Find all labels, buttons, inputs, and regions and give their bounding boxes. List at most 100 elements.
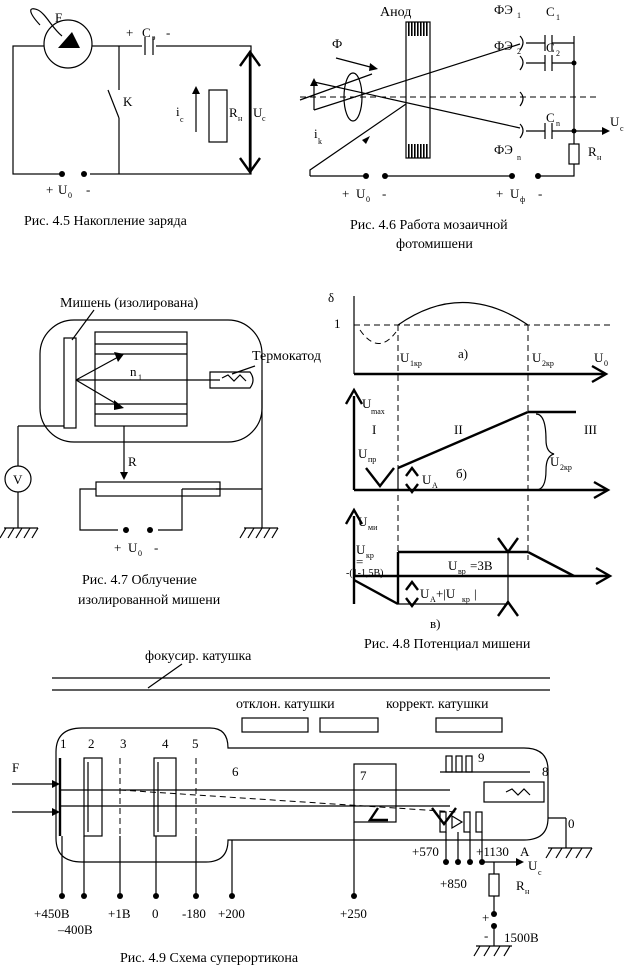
fig45-uc-sub: c <box>262 114 266 123</box>
fig46-uphi-minus: - <box>538 186 542 201</box>
fig45-terminal-plus <box>59 171 65 177</box>
fig45-u0-sub: 0 <box>68 191 72 200</box>
fig45-bottom-gap <box>60 168 90 180</box>
fig48c-drop <box>353 578 399 606</box>
fig48a-u2kr-sub: 2кр <box>542 359 554 368</box>
fig45-caption: Рис. 4.5 Накопление заряда <box>24 214 188 229</box>
fig46-uphi-terminal-1 <box>509 173 515 179</box>
fig47-scatter-down <box>75 379 121 407</box>
fig48b-upr-label: U <box>358 446 368 461</box>
fig49-focus-label: фокусир. катушка <box>145 649 252 664</box>
fig49-correct-label: коррект. катушки <box>386 697 489 712</box>
fig49-tube <box>55 727 549 863</box>
fig45-switch-label: K <box>123 94 133 109</box>
fig49-v570: +570 <box>412 844 439 859</box>
fig45-gap <box>238 176 262 180</box>
fig46-u0-terminal-1 <box>363 173 369 179</box>
fig48b-ua-sub: A <box>432 481 438 490</box>
fig48c-uvr-label: U <box>448 558 458 573</box>
fig49-n1: 1 <box>60 736 67 751</box>
fig46-fe2-label: ФЭ <box>494 38 513 53</box>
fig49-light-1-arrowhead <box>52 780 60 788</box>
fig49-v400: –400B <box>57 922 93 937</box>
fig49-n2: 2 <box>88 736 95 751</box>
fig46-caption-1: Рис. 4.6 Работа мозаичной <box>350 218 508 233</box>
fig46-fe1-sub: 1 <box>517 11 521 20</box>
fig48b-ua-mark <box>405 466 419 494</box>
fig49-focus-leader <box>147 663 183 689</box>
fig46-uc-arrowhead <box>602 127 610 135</box>
fig47-u0-plus: + <box>114 540 121 555</box>
fig46-c2-label: C <box>546 40 555 55</box>
fig46-fe2 <box>519 55 524 71</box>
fig49-v450: +450B <box>34 906 70 921</box>
fig45-uc-arrowhead-down <box>239 157 261 175</box>
fig49-v0: 0 <box>152 906 159 921</box>
fig48a-a-label: а) <box>458 346 468 361</box>
fig49-deflect-coil-2 <box>319 717 379 733</box>
fig47-r-label: R <box>128 454 137 469</box>
fig45-cap-minus: - <box>166 25 170 40</box>
fig46-anode <box>405 21 431 159</box>
fig49-n5: 5 <box>192 736 199 751</box>
fig46-c1-sub: 1 <box>556 13 560 22</box>
fig49-caption: Рис. 4.9 Схема суперортикона <box>120 951 299 966</box>
fig-4-5: F + C э - K i c R н U c + U 0 <box>12 8 266 229</box>
fig49-multiplier-mark <box>431 807 457 826</box>
fig47-n1-label: n <box>130 364 137 379</box>
fig46-rn-sub: н <box>597 153 602 162</box>
fig49-term-570 <box>443 859 449 865</box>
fig49-term-4 <box>153 893 159 899</box>
fig48b-brace <box>535 413 555 491</box>
fig48c-umi-sub: ми <box>368 523 378 532</box>
fig49-n4: 4 <box>162 736 169 751</box>
fig45-rn-label: R <box>229 105 238 120</box>
fig48b-down-mark <box>365 467 395 488</box>
fig49-v1500: 1500B <box>504 930 539 945</box>
fig49-output-arrowhead <box>516 858 524 866</box>
fig47-ground-right-hatch <box>239 527 279 539</box>
fig49-dynode-2 <box>451 814 464 830</box>
fig45-current-arrowhead <box>192 86 200 94</box>
fig46-cn-label: C <box>546 110 555 125</box>
fig46-bus-node-1 <box>571 60 577 66</box>
fig45-rn-sub: н <box>238 114 243 123</box>
fig48a-u0-sub: 0 <box>604 359 608 368</box>
fig46-uphi-sub: ф <box>520 195 525 204</box>
fig48c-plus-ukr: +|U <box>436 586 456 601</box>
fig45-u0-minus: - <box>86 182 90 197</box>
fig49-dynode-1 <box>439 811 447 833</box>
fig48b-region-III: III <box>584 422 597 437</box>
fig48c-ukr-sub: кр <box>366 551 374 560</box>
fig45-F-label: F <box>55 10 62 25</box>
fig48b-region-I: I <box>372 422 376 437</box>
fig48c-y-arrowhead <box>344 507 364 525</box>
fig46-fe1 <box>519 35 524 51</box>
fig47-ground-left-hatch <box>0 527 39 539</box>
fig48c-ukr-label: U <box>356 542 366 557</box>
fig49-hv-minus: - <box>484 928 488 943</box>
fig-4-8: δ 1 U 1кр а) U 2кр U 0 U max I II III U … <box>328 290 613 652</box>
fig49-v1: +1B <box>108 906 131 921</box>
fig47-u0-label: U <box>128 540 138 555</box>
fig49-v250: +250 <box>340 906 367 921</box>
fig47-r-arrowhead <box>120 472 128 480</box>
fig48b-ramp <box>397 410 529 470</box>
fig46-uphi-label: U <box>510 186 520 201</box>
fig49-v180: -180 <box>182 906 206 921</box>
fig48b-upr-sub: пр <box>368 455 376 464</box>
fig49-term-850 <box>455 859 461 865</box>
fig49-rn-sub: н <box>525 887 530 896</box>
fig49-term-3 <box>117 893 123 899</box>
fig49-n7: 7 <box>360 768 367 783</box>
fig48a-curve-dip <box>359 329 397 344</box>
fig47-filament-icon <box>221 374 247 382</box>
fig48c-bar: | <box>474 586 477 601</box>
fig-4-6: Анод Ф ФЭ 1 ФЭ 2 ФЭ n <box>299 2 624 252</box>
fig48c-umi-label: U <box>358 514 368 529</box>
fig45-u0-plus: + <box>46 182 53 197</box>
fig46-uphi-plus: + <box>496 186 503 201</box>
fig49-electrode-2 <box>83 757 103 837</box>
fig48c-eq-label: = <box>356 554 363 569</box>
fig47-scatter-up-arrowhead <box>114 352 124 362</box>
